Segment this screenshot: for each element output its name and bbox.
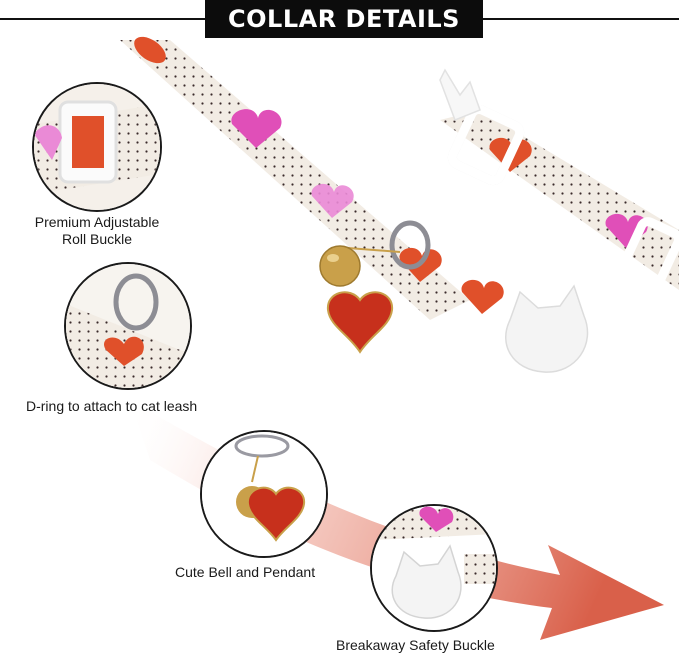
- detail-circle-bell-pendant: [200, 430, 328, 558]
- collar-strap-right: [440, 110, 679, 290]
- label-d-ring: D-ring to attach to cat leash: [26, 398, 198, 414]
- header-rule-left: [0, 18, 205, 20]
- breakaway-buckle: [505, 284, 589, 373]
- header-rule-right: [483, 18, 679, 20]
- direction-arrow: [130, 400, 664, 640]
- detail-circle-d-ring: [64, 262, 192, 390]
- heart-pendant: [326, 291, 394, 354]
- detail-circle-roll-buckle: [32, 82, 162, 212]
- buckle-clip: [439, 68, 481, 121]
- gold-bell: [319, 245, 361, 287]
- label-breakaway: Breakaway Safety Buckle: [336, 637, 495, 653]
- label-roll-buckle: Premium Adjustable Roll Buckle: [14, 214, 180, 248]
- label-roll-buckle-line1: Premium Adjustable: [34, 214, 160, 230]
- label-bell-pendant: Cute Bell and Pendant: [175, 564, 316, 580]
- page-title: COLLAR DETAILS: [205, 0, 483, 38]
- detail-circle-breakaway: [370, 504, 498, 632]
- roll-buckle-right: [447, 104, 679, 293]
- label-roll-buckle-line2: Roll Buckle: [61, 231, 133, 247]
- d-ring: [389, 220, 431, 270]
